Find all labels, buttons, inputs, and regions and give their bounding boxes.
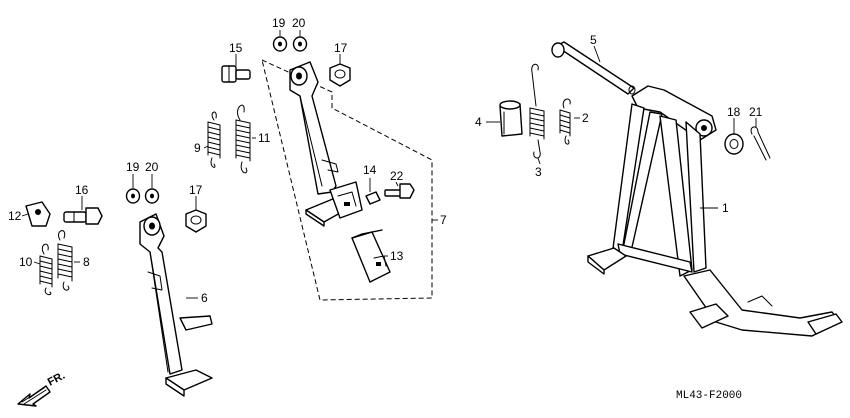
callout-16: 16 (75, 183, 89, 197)
front-direction-indicator: FR. (17, 370, 67, 407)
part-20-washer-lower (144, 188, 160, 204)
callout-20-upper: 20 (292, 16, 306, 30)
part-10-spring (39, 243, 53, 296)
part-9-spring (207, 111, 221, 168)
part-14-collar (365, 191, 381, 205)
callout-14: 14 (363, 163, 377, 177)
callout-1: 1 (722, 201, 729, 215)
callout-12: 12 (8, 209, 22, 223)
part-17-nut-lower (185, 209, 207, 233)
part-17-nut-upper (329, 63, 351, 87)
part-1-main-stand (587, 85, 843, 337)
part-6-side-stand (139, 213, 213, 397)
part-8-spring (57, 230, 73, 291)
part-15-stud-bolt (221, 65, 251, 83)
side-stand-assembly-boundary (261, 59, 433, 301)
callout-4: 4 (475, 115, 482, 129)
callout-3: 3 (535, 165, 542, 179)
front-arrow-icon (17, 385, 51, 407)
callout-8: 8 (83, 255, 90, 269)
callout-22: 22 (390, 169, 404, 183)
part-2-spring (559, 98, 571, 145)
part-22-bolt (384, 183, 415, 199)
diagram-code: ML43-F2000 (676, 390, 742, 402)
callout-20-lower: 20 (145, 160, 159, 174)
part-19-washer-upper (272, 36, 288, 52)
part-4-collar (499, 100, 523, 137)
callout-2: 2 (582, 111, 589, 125)
callout-13: 13 (390, 249, 404, 263)
callout-5: 5 (590, 33, 597, 47)
part-16-stud-bolt (63, 207, 103, 225)
callout-19-upper: 19 (272, 16, 286, 30)
callout-21: 21 (749, 105, 763, 119)
part-7-side-stand-assembly (289, 61, 363, 227)
callout-labels: 1 2 3 4 5 6 7 8 9 10 11 12 13 14 15 16 1… (8, 16, 763, 305)
callout-10: 10 (19, 255, 33, 269)
direction-label: FR. (46, 370, 67, 389)
part-5-pivot-shaft (551, 41, 636, 95)
callout-17-upper: 17 (334, 41, 348, 55)
callout-18: 18 (727, 105, 741, 119)
part-12-bracket (25, 201, 51, 227)
part-18-washer (724, 133, 744, 155)
part-21-cotter-pin (750, 126, 771, 161)
part-3-spring (529, 63, 545, 159)
callout-6: 6 (201, 291, 208, 305)
part-19-washer-lower (125, 188, 141, 204)
callout-7: 7 (440, 213, 447, 227)
part-13-rubber (351, 229, 391, 283)
callout-15: 15 (229, 41, 243, 55)
part-11-spring (235, 104, 251, 174)
callout-17-lower: 17 (189, 183, 203, 197)
callout-11: 11 (258, 131, 271, 145)
callout-19-lower: 19 (126, 160, 140, 174)
callout-9: 9 (194, 141, 201, 155)
part-20-washer-upper (292, 36, 308, 52)
leader-lines (21, 30, 757, 299)
